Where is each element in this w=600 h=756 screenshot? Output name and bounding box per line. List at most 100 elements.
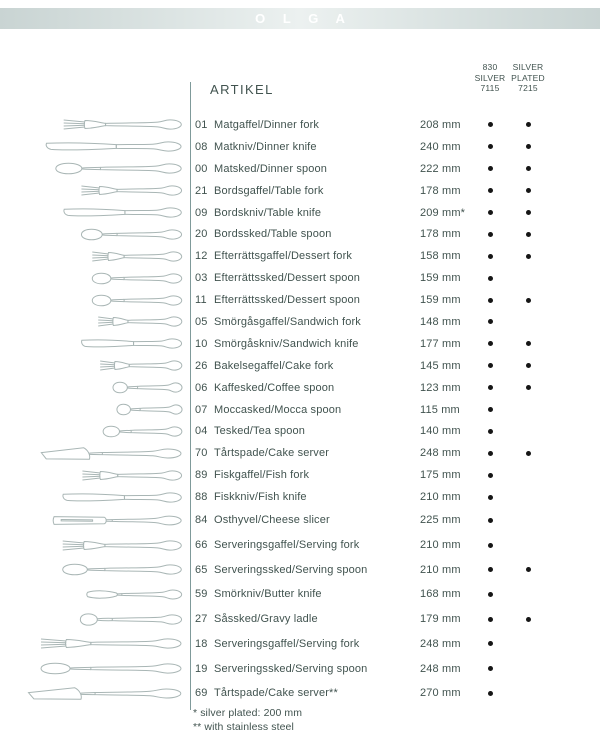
article-number: 06 bbox=[195, 381, 208, 394]
column-header-line: 7215 bbox=[518, 83, 538, 93]
availability-cell-silver-plated bbox=[508, 276, 548, 281]
availability-cell-silver-plated bbox=[508, 144, 548, 150]
table-row: 18 Serveringsgaffel/Serving fork 248 mm bbox=[0, 631, 600, 656]
cutlery-illustration bbox=[0, 311, 190, 333]
availability-dot-830-silver bbox=[487, 297, 493, 303]
article-name: Tårtspade/Cake server bbox=[214, 447, 330, 460]
table-row: 09 Bordskniv/Table knife 209 mm* bbox=[0, 202, 600, 224]
table-row: 12 Efterrättsgaffel/Dessert fork 158 mm bbox=[0, 245, 600, 267]
availability-cell-830-silver bbox=[472, 591, 508, 597]
availability-dot-silver-plated bbox=[525, 450, 531, 456]
cheese-slicer-icon bbox=[52, 515, 182, 526]
fork-icon bbox=[40, 638, 182, 650]
fork-icon bbox=[80, 185, 183, 196]
availability-dot-830-silver bbox=[487, 666, 493, 671]
availability-dot-silver-plated bbox=[525, 122, 531, 128]
table-row: 65 Serveringssked/Serving spoon 210 mm bbox=[0, 557, 600, 582]
availability-cell-silver-plated bbox=[508, 616, 548, 622]
article-name: Smörgåsgaffel/Sandwich fork bbox=[214, 315, 361, 328]
availability-cell-silver-plated bbox=[508, 166, 548, 172]
article-length: 178 mm bbox=[420, 184, 461, 197]
spoon-icon bbox=[80, 228, 183, 241]
article-number: 20 bbox=[195, 228, 208, 241]
spoon-icon bbox=[62, 563, 182, 576]
article-length: 210 mm bbox=[420, 563, 461, 576]
article-number: 18 bbox=[195, 637, 208, 650]
article-length: 209 mm* bbox=[420, 206, 466, 219]
availability-dot-silver-plated bbox=[525, 363, 531, 369]
article-length: 175 mm bbox=[420, 469, 461, 482]
column-header-line: SILVER bbox=[512, 62, 544, 72]
article-number: 11 bbox=[195, 294, 207, 307]
knife-icon bbox=[62, 491, 182, 503]
table-row: 20 Bordssked/Table spoon 178 mm bbox=[0, 223, 600, 245]
availability-dot-830-silver bbox=[487, 472, 493, 478]
availability-cell-silver-plated bbox=[508, 231, 548, 237]
article-length: 248 mm bbox=[420, 637, 461, 650]
article-length: 210 mm bbox=[420, 491, 461, 504]
gravy-ladle-icon bbox=[79, 612, 183, 626]
availability-cell-830-silver bbox=[472, 188, 508, 194]
article-name: Bordskniv/Table knife bbox=[214, 206, 322, 219]
table-row: 04 Tesked/Tea spoon 140 mm bbox=[0, 420, 600, 442]
knife-icon bbox=[81, 338, 183, 349]
article-name: Bordssked/Table spoon bbox=[214, 228, 332, 241]
spoon-icon bbox=[112, 381, 183, 394]
availability-cell-830-silver bbox=[472, 385, 508, 391]
fork-icon bbox=[99, 360, 183, 371]
availability-dot-830-silver bbox=[487, 690, 493, 696]
availability-dot-silver-plated bbox=[525, 253, 531, 259]
article-number: 70 bbox=[195, 447, 208, 460]
availability-dot-830-silver bbox=[487, 188, 493, 194]
divider-line bbox=[190, 82, 191, 710]
cutlery-illustration bbox=[0, 114, 190, 136]
availability-cell-830-silver bbox=[472, 472, 508, 478]
table-row: 21 Bordsgaffel/Table fork 178 mm bbox=[0, 180, 600, 202]
fork-icon bbox=[62, 539, 182, 551]
cake-server-icon bbox=[40, 446, 182, 460]
knife-icon bbox=[63, 207, 182, 218]
table-row: 19 Serveringssked/Serving spoon 248 mm bbox=[0, 656, 600, 681]
cutlery-illustration bbox=[0, 607, 190, 632]
fork-icon bbox=[81, 470, 183, 481]
availability-cell-silver-plated bbox=[508, 518, 548, 523]
cutlery-illustration bbox=[0, 681, 190, 706]
article-number: 65 bbox=[195, 563, 208, 576]
availability-cell-silver-plated bbox=[508, 363, 548, 369]
article-number: 12 bbox=[195, 250, 208, 263]
table-row: 26 Bakelsegaffel/Cake fork 145 mm bbox=[0, 355, 600, 377]
footnote-stainless-steel: ** with stainless steel bbox=[193, 720, 294, 733]
availability-dot-830-silver bbox=[487, 341, 493, 347]
article-name: Serveringssked/Serving spoon bbox=[214, 563, 368, 576]
article-length: 222 mm bbox=[420, 162, 461, 175]
table-row: 08 Matkniv/Dinner knife 240 mm bbox=[0, 136, 600, 158]
article-name: Bordsgaffel/Table fork bbox=[214, 184, 324, 197]
fork-icon bbox=[91, 251, 183, 262]
article-length: 179 mm bbox=[420, 613, 461, 626]
availability-cell-830-silver bbox=[472, 567, 508, 573]
availability-dot-silver-plated bbox=[525, 144, 531, 150]
spoon-icon bbox=[116, 403, 183, 416]
cutlery-illustration bbox=[0, 158, 190, 180]
cutlery-illustration bbox=[0, 486, 190, 508]
availability-cell-830-silver bbox=[472, 517, 508, 523]
article-name: Såssked/Gravy ladle bbox=[214, 613, 318, 626]
cutlery-illustration bbox=[0, 533, 190, 558]
column-header-line: SILVER bbox=[474, 72, 506, 83]
availability-dot-830-silver bbox=[487, 517, 493, 523]
article-name: Fiskgaffel/Fish fork bbox=[214, 469, 310, 482]
availability-cell-830-silver bbox=[472, 407, 508, 413]
table-row: 07 Moccasked/Mocca spoon 115 mm bbox=[0, 399, 600, 421]
availability-dot-830-silver bbox=[487, 407, 493, 413]
table-row: 10 Smörgåskniv/Sandwich knife 177 mm bbox=[0, 333, 600, 355]
availability-cell-silver-plated bbox=[508, 253, 548, 259]
article-length: 159 mm bbox=[420, 294, 461, 307]
availability-cell-830-silver bbox=[472, 210, 508, 215]
article-name: Kaffesked/Coffee spoon bbox=[214, 381, 335, 394]
availability-cell-830-silver bbox=[472, 166, 508, 172]
spoon-icon bbox=[40, 662, 182, 675]
cake-server-icon bbox=[27, 686, 182, 700]
article-number: 19 bbox=[195, 662, 208, 675]
article-length: 159 mm bbox=[420, 272, 461, 285]
